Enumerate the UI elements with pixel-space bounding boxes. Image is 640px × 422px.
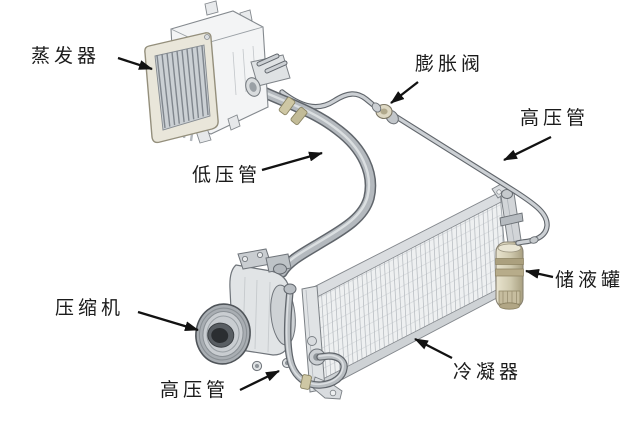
compressor-pulley bbox=[195, 303, 251, 365]
arrow-compressor bbox=[137, 310, 199, 332]
label-high-pressure-pipe-upper: 高压管 bbox=[520, 108, 590, 129]
low-pressure-hose-illustration bbox=[253, 84, 377, 278]
arrow-condenser bbox=[414, 337, 453, 360]
condenser-upper-boss bbox=[307, 336, 317, 346]
arrow-receiver-drier bbox=[525, 268, 554, 279]
hose-clamp bbox=[290, 106, 308, 126]
label-receiver-drier: 储液罐 bbox=[555, 270, 625, 291]
label-condenser: 冷凝器 bbox=[453, 362, 523, 383]
expansion-valve-illustration bbox=[371, 102, 399, 125]
label-low-pressure-pipe: 低压管 bbox=[192, 165, 262, 186]
label-compressor: 压缩机 bbox=[55, 298, 125, 319]
arrow-evaporator bbox=[117, 56, 153, 71]
label-high-pressure-pipe-lower: 高压管 bbox=[160, 380, 230, 401]
condenser-illustration bbox=[301, 182, 510, 400]
hose-clamp bbox=[300, 374, 312, 390]
arrow-expansion-valve bbox=[390, 81, 419, 104]
label-expansion-valve: 膨胀阀 bbox=[415, 54, 485, 75]
high-pressure-pipe-lower-illustration bbox=[283, 283, 348, 390]
annotation-arrows bbox=[117, 56, 554, 392]
arrow-high-pressure-pipe-lower bbox=[239, 369, 280, 392]
evaporator-fins bbox=[156, 45, 209, 129]
receiver-drier-illustration bbox=[495, 189, 524, 310]
hose-clamp bbox=[278, 96, 296, 116]
arrow-low-pressure-pipe bbox=[261, 151, 323, 172]
label-evaporator: 蒸发器 bbox=[31, 46, 101, 67]
discharge-fitting bbox=[283, 283, 297, 295]
arrow-high-pressure-pipe-upper bbox=[503, 135, 552, 162]
evaporator-illustration bbox=[144, 0, 291, 144]
compressor-illustration bbox=[195, 248, 296, 372]
suction-fitting bbox=[273, 263, 287, 275]
